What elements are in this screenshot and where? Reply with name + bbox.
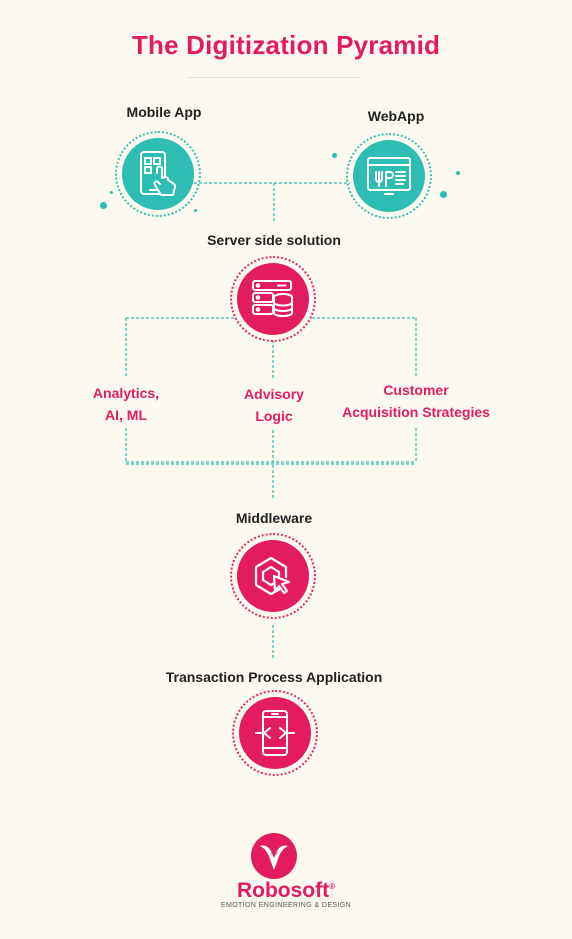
decorative-dot: [100, 202, 107, 209]
decorative-dot: [456, 171, 460, 175]
registered-mark: ®: [329, 882, 336, 891]
server-side-label: Server side solution: [207, 232, 341, 248]
advisory-label-line1: Advisory: [244, 386, 304, 402]
analytics-label-line1: Analytics,: [92, 385, 160, 401]
mobile-app-node: [115, 131, 201, 217]
decorative-dot: [332, 153, 337, 158]
web-browser-icon: [367, 157, 411, 195]
customer-label: Customer Acquisition Strategies: [326, 379, 506, 423]
mobile-app-label: Mobile App: [126, 104, 202, 120]
title-divider: [187, 77, 359, 78]
customer-label-line1: Customer: [383, 382, 449, 398]
advisory-label-line2: Logic: [255, 408, 293, 424]
analytics-label: Analytics, AI, ML: [66, 382, 186, 426]
decorative-dot: [440, 191, 447, 198]
robosoft-tagline: EMOTION ENGINEERING & DESIGN: [220, 902, 352, 909]
server-side-node: [230, 256, 316, 342]
cursor-cube-icon: [254, 556, 291, 596]
robosoft-logo-mark: [251, 833, 297, 879]
robosoft-name: Robosoft: [236, 879, 330, 902]
analytics-label-line2: AI, ML: [105, 407, 147, 423]
decorative-dot: [194, 209, 197, 212]
touch-phone-icon: [140, 151, 177, 196]
decorative-dot: [110, 191, 113, 194]
webapp-label: WebApp: [367, 108, 425, 124]
webapp-node: [346, 133, 432, 219]
server-database-icon: [252, 280, 293, 317]
customer-label-line2: Acquisition Strategies: [342, 404, 490, 420]
transaction-node: [232, 690, 318, 776]
robosoft-logo: Robosoft® EMOTION ENGINEERING & DESIGN: [186, 832, 386, 912]
robosoft-wordmark: Robosoft®: [186, 879, 386, 903]
page-title: The Digitization Pyramid: [131, 30, 441, 60]
middleware-label: Middleware: [235, 510, 313, 526]
advisory-label: Advisory Logic: [214, 383, 334, 427]
transaction-label: Transaction Process Application: [165, 669, 383, 685]
phone-code-icon: [255, 710, 295, 756]
middleware-node: [230, 533, 316, 619]
